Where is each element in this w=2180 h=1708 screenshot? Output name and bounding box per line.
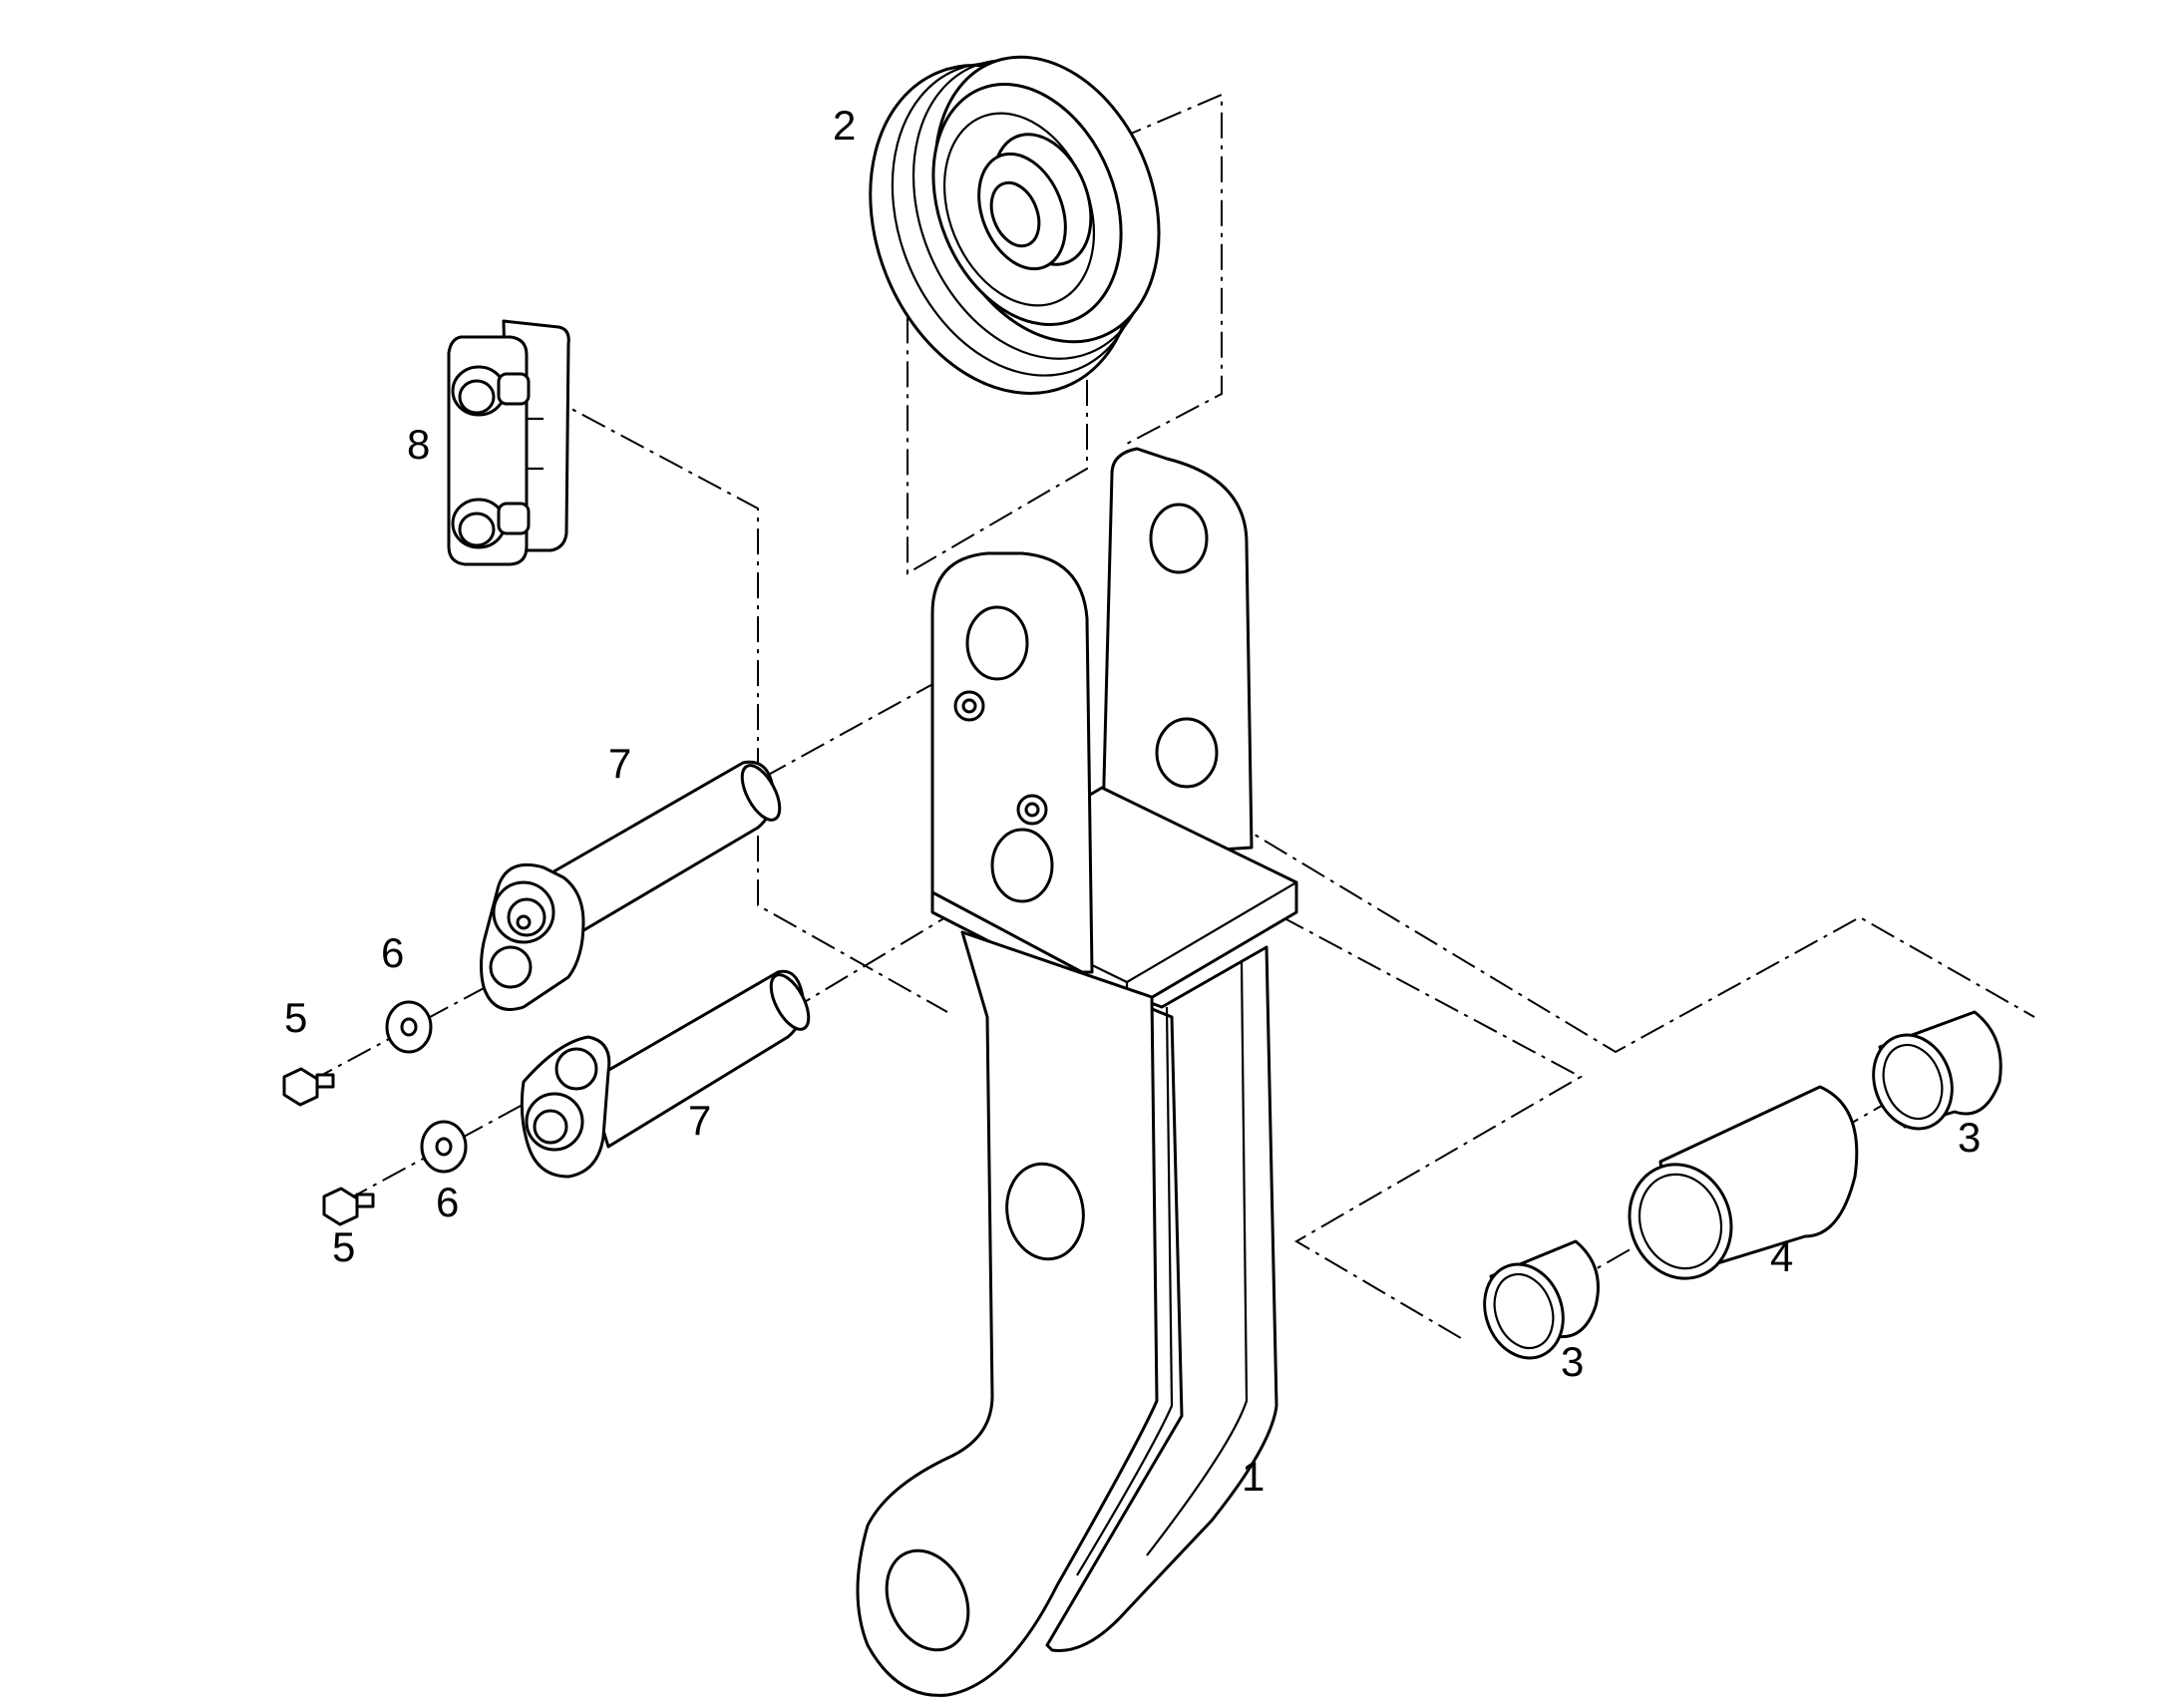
callout-arm: 1 [1242,1453,1265,1500]
washer-lower [420,1120,468,1174]
callout-pin-lower: 7 [688,1097,711,1144]
callout-washer-lower: 6 [436,1179,459,1225]
pin-lower [520,969,811,1179]
callout-bolt-lower: 5 [332,1223,355,1270]
callout-spacer-sleeve: 4 [1770,1233,1793,1280]
callout-bolt-upper: 5 [284,994,307,1041]
swing-arm [856,447,1298,1697]
pin-upper [480,760,782,1011]
spacer-sleeve [1628,1085,1859,1280]
leader-fastener-upper [308,971,515,1083]
leader-lock-plate [543,393,948,1013]
callout-bushing-rear: 3 [1958,1114,1981,1161]
bushing-rear [1872,1010,2002,1131]
leader-bushing-top [1151,772,2035,1054]
callout-pulley: 2 [833,102,856,149]
leader-fastener-lower [343,1091,547,1202]
callout-bushing-front: 3 [1561,1338,1584,1385]
bolt-lower [322,1187,375,1226]
callout-labels: 1 2 3 3 4 5 5 6 6 7 7 8 [284,102,1981,1500]
callout-lock-plate: 8 [407,421,430,468]
lock-plate [447,319,570,566]
callout-washer-upper: 6 [381,929,404,976]
washer-upper [385,1000,433,1054]
leader-bushing-frame [1086,812,1584,1342]
callout-pin-upper: 7 [608,740,631,787]
bolt-upper [282,1067,335,1107]
pulley [869,55,1161,395]
bushing-front [1483,1239,1600,1360]
